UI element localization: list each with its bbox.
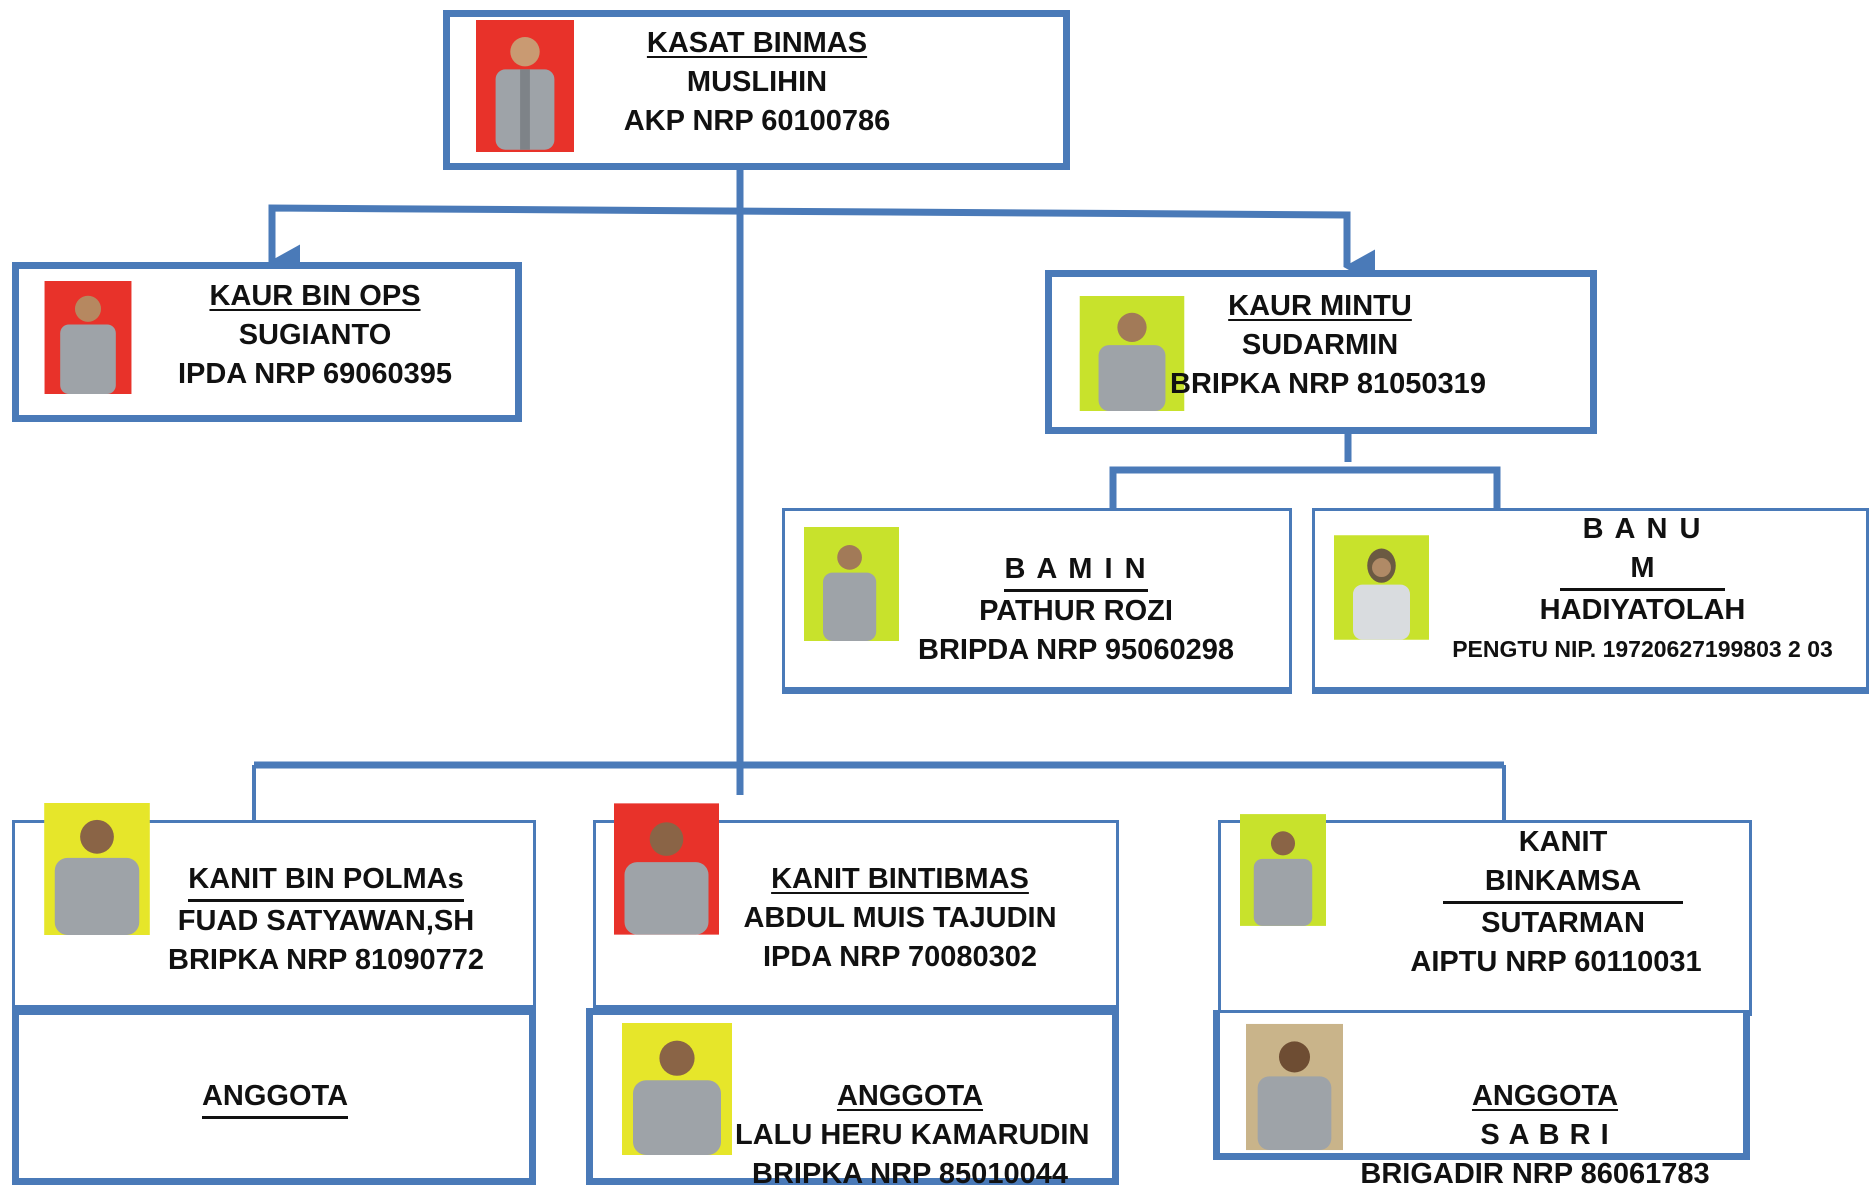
kasat-text: KASAT BINMAS MUSLIHIN AKP NRP 60100786 — [580, 24, 934, 141]
bamin-text: B A M I N PATHUR ROZI BRIPDA NRP 9506029… — [906, 550, 1246, 670]
node-anggota-polmas — [12, 1008, 536, 1185]
kasat-title: KASAT BINMAS — [646, 27, 868, 59]
bintibmas-title: KANIT BINTIBMAS — [771, 863, 1029, 895]
binkamsa-title-1: KANIT — [1518, 826, 1608, 858]
binkamsa-rank: AIPTU NRP 60110031 — [1410, 946, 1702, 978]
anggota-binkamsa-rank: BRIGADIR NRP 86061783 — [1360, 1158, 1710, 1190]
photo-kaur-mintu — [1078, 296, 1186, 411]
anggota-binkamsa-title: ANGGOTA — [1471, 1080, 1619, 1112]
kaur-mintu-name: SUDARMIN — [1241, 329, 1399, 361]
kaur-mintu-title: KAUR MINTU — [1228, 290, 1412, 322]
polmas-text: KANIT BIN POLMAs FUAD SATYAWAN,SH BRIPKA… — [160, 860, 492, 980]
photo-anggota-binkamsa — [1246, 1023, 1343, 1151]
photo-kanit-binkamsa — [1240, 812, 1326, 928]
polmas-name: FUAD SATYAWAN,SH — [177, 905, 475, 937]
banum-text: B A N U M HADIYATOLAH PENGTU NIP. 197206… — [1430, 510, 1855, 669]
anggota-bintibmas-text: ANGGOTA LALU HERU KAMARUDIN BRIPKA NRP 8… — [735, 1077, 1090, 1194]
banum-name: HADIYATOLAH — [1539, 594, 1746, 626]
polmas-title: KANIT BIN POLMAs — [188, 860, 464, 902]
photo-bamin — [804, 523, 899, 645]
kaur-ops-name: SUGIANTO — [238, 319, 392, 351]
bamin-title-wrap: B A M I N — [906, 550, 1246, 592]
banum-title-2-wrap: M — [1430, 549, 1855, 591]
kaur-mintu-rank: BRIPKA NRP 81050319 — [1170, 368, 1486, 400]
photo-banum — [1334, 533, 1429, 642]
binkamsa-title-2-wrap: BINKAMSA — [1380, 862, 1746, 904]
banum-title-1: B A N U — [1582, 513, 1703, 545]
banum-title-2: M — [1560, 549, 1725, 591]
anggota-polmas-text: ANGGOTA — [150, 1077, 400, 1119]
kaur-ops-title: KAUR BIN OPS — [209, 280, 421, 312]
anggota-bintibmas-name: LALU HERU KAMARUDIN — [735, 1119, 1090, 1151]
photo-anggota-bintibmas — [622, 1023, 732, 1155]
photo-kaur-bin-ops — [44, 281, 132, 394]
kaur-ops-text: KAUR BIN OPS SUGIANTO IPDA NRP 69060395 — [150, 277, 480, 394]
binkamsa-title-2: BINKAMSA — [1442, 862, 1684, 904]
anggota-bintibmas-title: ANGGOTA — [836, 1080, 984, 1112]
kaur-mintu-text: KAUR MINTU SUDARMIN BRIPKA NRP 81050319 — [1170, 287, 1486, 404]
binkamsa-text: KANIT BINKAMSA SUTARMAN AIPTU NRP 601100… — [1380, 823, 1746, 982]
kasat-rank: AKP NRP 60100786 — [623, 105, 891, 137]
kaur-ops-rank: IPDA NRP 69060395 — [177, 358, 453, 390]
bamin-title: B A M I N — [1004, 550, 1148, 592]
bintibmas-rank: IPDA NRP 70080302 — [762, 941, 1038, 973]
binkamsa-name: SUTARMAN — [1481, 907, 1645, 939]
anggota-bintibmas-rank: BRIPKA NRP 85010044 — [752, 1158, 1068, 1190]
bamin-rank: BRIPDA NRP 95060298 — [918, 634, 1234, 666]
kasat-name: MUSLIHIN — [686, 66, 828, 98]
banum-rank: PENGTU NIP. 19720627199803 2 03 — [1452, 636, 1833, 662]
anggota-binkamsa-text: ANGGOTA S A B R I BRIGADIR NRP 86061783 — [1345, 1077, 1745, 1194]
photo-kanit-bin-polmas — [44, 803, 150, 935]
photo-kasat-binmas — [476, 20, 574, 152]
bintibmas-name: ABDUL MUIS TAJUDIN — [743, 902, 1057, 934]
anggota-binkamsa-name: S A B R I — [1480, 1119, 1610, 1151]
polmas-rank: BRIPKA NRP 81090772 — [168, 944, 484, 976]
anggota-polmas-title: ANGGOTA — [201, 1077, 349, 1119]
bintibmas-text: KANIT BINTIBMAS ABDUL MUIS TAJUDIN IPDA … — [730, 860, 1070, 977]
bamin-name: PATHUR ROZI — [979, 595, 1173, 627]
photo-kanit-bintibmas — [614, 803, 719, 935]
polmas-title-wrap: KANIT BIN POLMAs — [160, 860, 492, 902]
